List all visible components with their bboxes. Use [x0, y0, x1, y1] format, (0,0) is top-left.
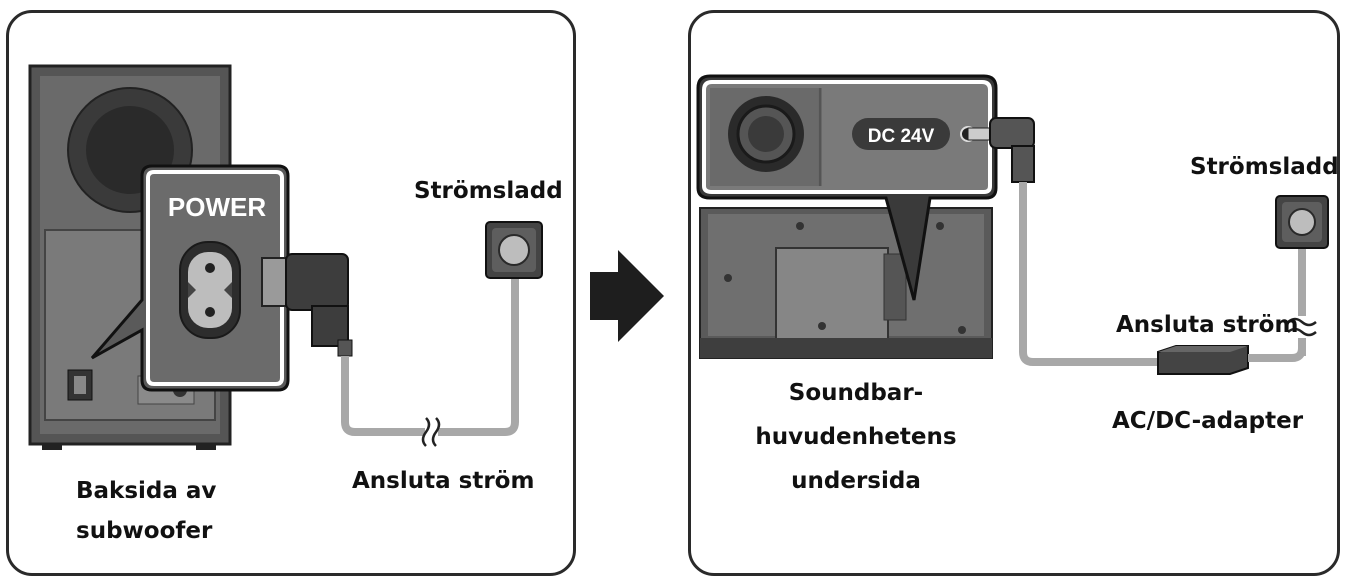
dc-port-callout — [696, 74, 998, 301]
soundbar-caption-line1: Soundbar- — [788, 380, 924, 406]
power-cord-label: Strömsladd — [1190, 154, 1339, 180]
connect-power-label: Ansluta ström — [1116, 312, 1299, 338]
power-port-callout — [90, 164, 290, 392]
soundbar-caption-line2: huvudenhetens — [755, 424, 957, 450]
connect-power-label: Ansluta ström — [352, 468, 535, 494]
cable-break-icon — [1287, 317, 1317, 337]
dc-voltage-label: DC 24V — [868, 126, 935, 147]
subwoofer-caption-line1: Baksida av — [76, 478, 217, 504]
soundbar-underside-illustration — [699, 207, 993, 359]
cable-break-icon — [421, 417, 441, 447]
wall-outlet-icon — [1275, 195, 1329, 249]
right-arrow-icon — [590, 250, 664, 342]
wall-outlet-icon — [485, 221, 543, 279]
power-plug — [261, 253, 353, 357]
ac-dc-adapter-icon — [1157, 345, 1249, 375]
power-label: POWER — [168, 192, 266, 222]
power-cord-label: Strömsladd — [414, 178, 563, 204]
soundbar-caption-line3: undersida — [791, 468, 921, 494]
subwoofer-caption-line2: subwoofer — [76, 518, 213, 544]
adapter-label: AC/DC-adapter — [1112, 408, 1304, 434]
